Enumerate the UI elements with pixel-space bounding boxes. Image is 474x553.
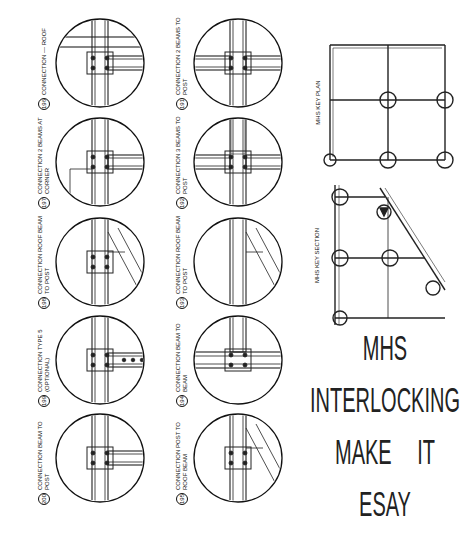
- detail-drawing: [34, 310, 149, 410]
- detail-caption: 197 CONNECTION 2 BEAMS AT CORNER: [36, 115, 52, 209]
- callout-number: 194: [176, 395, 188, 407]
- detail-caption: 195 CONNECTION POST TO ROOF BEAM: [174, 411, 190, 505]
- detail-drawing: [172, 112, 287, 212]
- callout-number: 193: [176, 297, 188, 309]
- detail-caption: 192 CONNECTION 3 BEAMS TO POST: [174, 115, 190, 209]
- key-section: [332, 185, 445, 325]
- key-plan: [324, 45, 453, 168]
- callout-number: 198: [38, 297, 50, 309]
- callout-number: 199: [38, 395, 50, 407]
- detail-caption: 191 CONNECTION 2 BEAMS TO POST: [174, 16, 190, 110]
- detail-caption: 200 CONNECTION BEAM TO POST: [36, 411, 52, 505]
- detail-drawing: [34, 13, 149, 113]
- callout-number: 200: [38, 493, 50, 505]
- callout-number: 197: [38, 197, 50, 209]
- detail-circle: 194 CONNECTION BEAM TO BEAM: [172, 310, 287, 410]
- detail-title: CONNECTION BEAM TO POST: [37, 411, 51, 490]
- detail-caption: 198 CONNECTION ROOF BEAM TO POST: [36, 215, 52, 309]
- callout-number: 191: [176, 98, 188, 110]
- detail-title: CONNECTION BEAM TO BEAM: [175, 313, 189, 392]
- detail-circle: 191 CONNECTION 2 BEAMS TO POST: [172, 13, 287, 113]
- detail-circle: 199 CONNECTION TYPE 5 (OPTIONAL): [34, 310, 149, 410]
- detail-title: CONNECTION POST TO ROOF BEAM: [175, 411, 189, 490]
- detail-drawing: [172, 13, 287, 113]
- detail-caption: 196 CONNECTION — ROOF: [36, 16, 52, 110]
- detail-drawing: [34, 212, 149, 312]
- detail-title: CONNECTION ROOF BEAM TO POST: [175, 215, 189, 294]
- detail-caption: 193 CONNECTION ROOF BEAM TO POST: [174, 215, 190, 309]
- detail-caption: 194 CONNECTION BEAM TO BEAM: [174, 313, 190, 407]
- detail-caption: 199 CONNECTION TYPE 5 (OPTIONAL): [36, 313, 52, 407]
- detail-drawing: [34, 112, 149, 212]
- detail-circle: 200 CONNECTION BEAM TO POST: [34, 408, 149, 508]
- callout-number: 196: [38, 98, 50, 110]
- detail-title: CONNECTION 2 BEAMS TO POST: [175, 16, 189, 95]
- detail-title: CONNECTION ROOF BEAM TO POST: [37, 215, 51, 294]
- detail-title: CONNECTION — ROOF: [41, 16, 48, 95]
- detail-circle: 196 CONNECTION — ROOF: [34, 13, 149, 113]
- detail-drawing: [172, 212, 287, 312]
- detail-circle: 197 CONNECTION 2 BEAMS AT CORNER: [34, 112, 149, 212]
- detail-title: CONNECTION 3 BEAMS TO POST: [175, 115, 189, 194]
- detail-circle: 195 CONNECTION POST TO ROOF BEAM: [172, 408, 287, 508]
- callout-number: 195: [176, 493, 188, 505]
- detail-drawing: [172, 408, 287, 508]
- title: MHS INTERLOCKING MAKE IT ESAY: [308, 322, 462, 531]
- callout-number: 192: [176, 197, 188, 209]
- detail-drawing: [34, 408, 149, 508]
- detail-title: CONNECTION 2 BEAMS AT CORNER: [37, 115, 51, 194]
- detail-drawing: [172, 310, 287, 410]
- detail-circle: 198 CONNECTION ROOF BEAM TO POST: [34, 212, 149, 312]
- view-label: MHS KEY PLAN: [315, 80, 322, 124]
- detail-title: CONNECTION TYPE 5 (OPTIONAL): [37, 313, 51, 392]
- view-label: MHS KEY SECTION: [314, 227, 321, 282]
- detail-circle: 192 CONNECTION 3 BEAMS TO POST: [172, 112, 287, 212]
- detail-circle: 193 CONNECTION ROOF BEAM TO POST: [172, 212, 287, 312]
